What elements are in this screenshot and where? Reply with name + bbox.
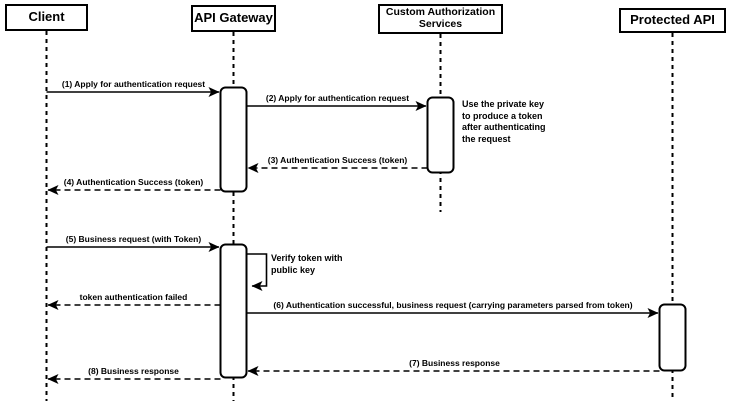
self-message-loop-verify-token	[246, 253, 268, 291]
participant-api-gateway-label: API Gateway	[194, 10, 273, 26]
message-label-1: (1) Apply for authentication request	[61, 79, 206, 89]
participant-custom-authorization-services-label: Custom Authorization Services	[385, 6, 496, 30]
participant-protected-api-label: Protected API	[630, 12, 715, 28]
message-label-token-failed: token authentication failed	[79, 292, 188, 302]
message-label-6: (6) Authentication successful, business …	[273, 300, 633, 310]
note-private-key: Use the private key to produce a token a…	[462, 99, 546, 145]
activation-bar-gateway-auth	[219, 86, 248, 193]
activation-bar-custom-auth	[426, 96, 455, 174]
participant-custom-authorization-services: Custom Authorization Services	[378, 4, 503, 34]
participant-api-gateway: API Gateway	[191, 5, 276, 32]
message-label-5: (5) Business request (with Token)	[65, 234, 202, 244]
note-verify-token: Verify token with public key	[271, 253, 343, 275]
activation-bar-gateway-business	[219, 243, 248, 379]
message-label-8: (8) Business response	[88, 366, 179, 376]
participant-client: Client	[5, 4, 88, 31]
message-label-3: (3) Authentication Success (token)	[267, 155, 408, 165]
participant-protected-api: Protected API	[619, 8, 726, 33]
message-label-7: (7) Business response	[409, 358, 500, 368]
activation-bar-protected-api	[658, 303, 687, 372]
participant-client-label: Client	[28, 9, 65, 25]
message-label-4: (4) Authentication Success (token)	[63, 177, 204, 187]
message-label-2: (2) Apply for authentication request	[265, 93, 410, 103]
